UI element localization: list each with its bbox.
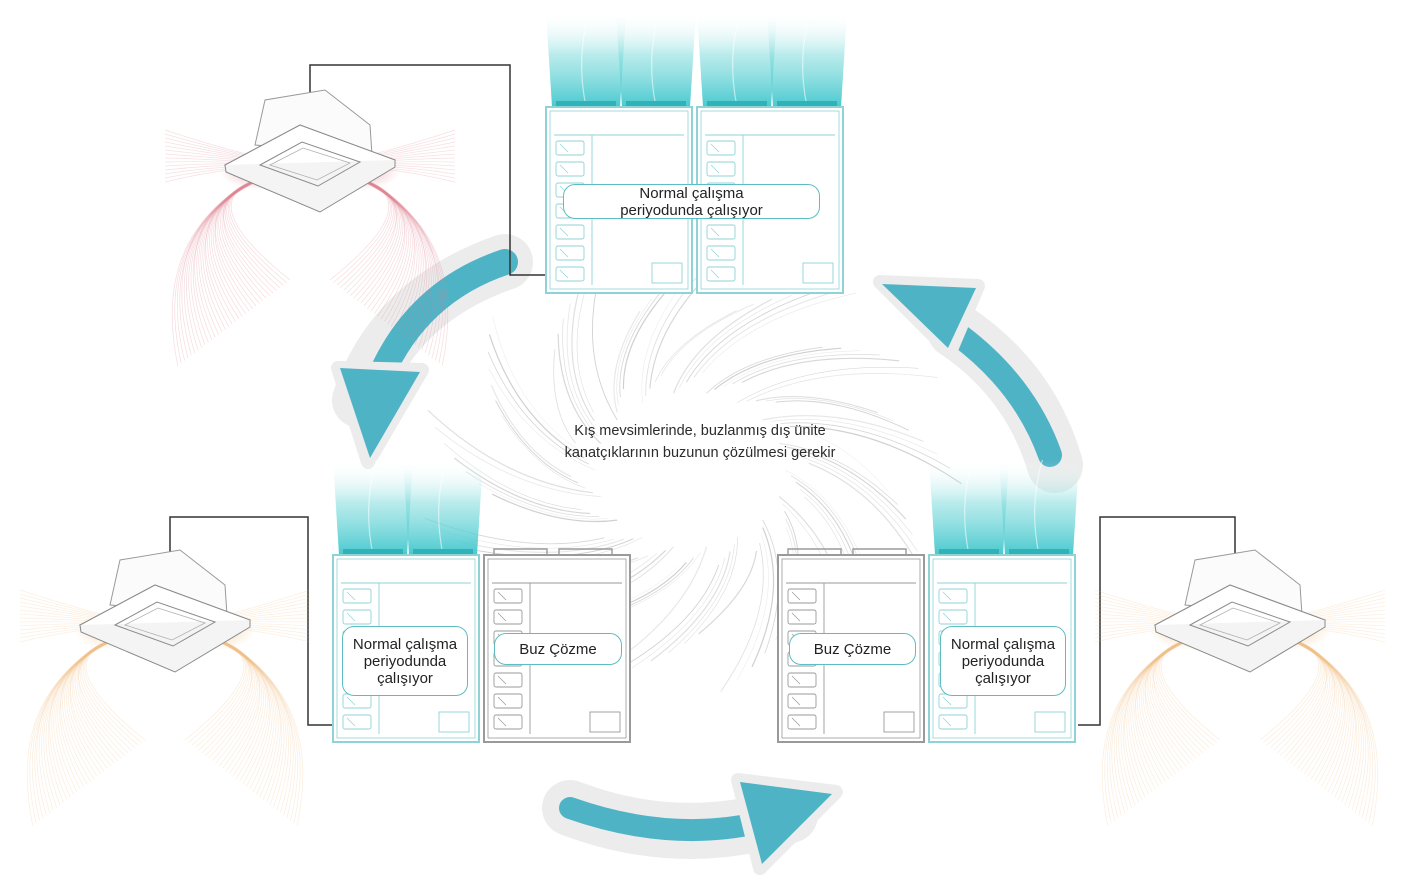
outdoor-unit-left [332,459,631,743]
cassette-unit-icon [19,549,311,826]
left-unit-defrost-text: Buz Çözme [519,640,597,658]
right-unit-status-line3: çalışıyor [975,669,1031,687]
right-unit-status-label: Normal çalışma periyodunda çalışıyor [940,626,1066,696]
left-unit-status-label: Normal çalışma periyodunda çalışıyor [342,626,468,696]
cassette-unit-icon [164,89,456,366]
right-unit-status-line2: periyodunda [961,652,1045,670]
left-unit-status-line1: Normal çalışma [352,635,458,653]
cassette-unit-icon [1094,549,1386,826]
top-unit-status-label: Normal çalışma periyodunda çalışıyor [563,184,820,219]
refrigerant-pipe [169,64,1236,726]
top-unit-status-line1: Normal çalışma [639,184,744,202]
right-unit-status-line1: Normal çalışma [950,635,1056,653]
center-caption-line2: kanatçıklarının buzunun çözülmesi gereki… [564,445,836,461]
cycle-arrow-icon [873,275,1083,493]
left-unit-status-line2: periyodunda [363,652,447,670]
top-unit-status-line2: periyodunda çalışıyor [620,201,763,219]
cycle-arrow-icon [331,234,533,469]
right-unit-defrost-label: Buz Çözme [789,633,916,665]
outdoor-unit-right [777,459,1079,743]
left-unit-status-line3: çalışıyor [377,669,433,687]
outdoor-unit-top [545,11,847,294]
right-unit-defrost-text: Buz Çözme [813,640,892,658]
left-unit-defrost-label: Buz Çözme [494,633,622,665]
cycle-arrow-icon [542,773,843,875]
center-caption: Kış mevsimlerinde, buzlanmış dış ünite k… [470,420,930,464]
center-caption-line1: Kış mevsimlerinde, buzlanmış dış ünite [574,423,826,439]
